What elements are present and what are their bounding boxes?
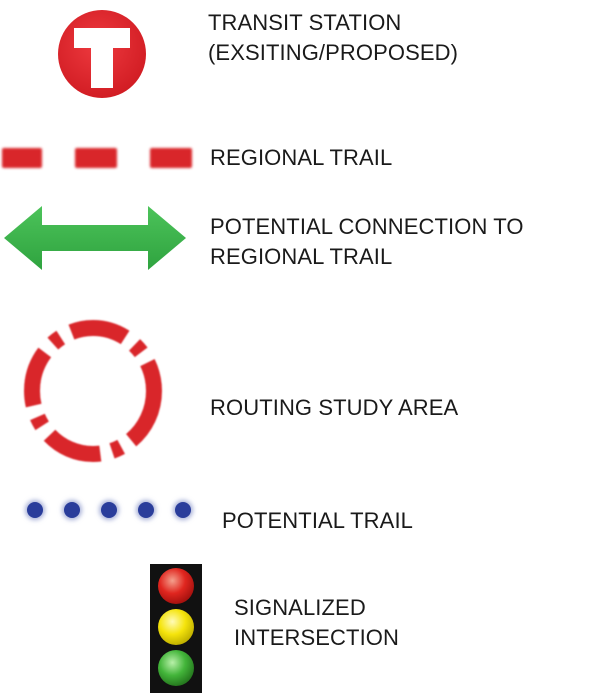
signalized-intersection-label: SIGNALIZED INTERSECTION: [234, 595, 399, 650]
regional-trail-dashed-line-icon: [2, 148, 192, 168]
double-arrow-icon: [4, 206, 186, 270]
dotted-line-icon: [25, 500, 193, 520]
potential-trail-label: POTENTIAL TRAIL: [222, 508, 413, 533]
potential-connection-label: POTENTIAL CONNECTION TO REGIONAL TRAIL: [210, 214, 524, 269]
dashed-circle-icon: [24, 320, 162, 462]
regional-trail-label: REGIONAL TRAIL: [210, 145, 393, 170]
routing-study-area-label: ROUTING STUDY AREA: [210, 395, 459, 420]
traffic-signal-icon: [150, 564, 202, 693]
transit-station-icon: [58, 10, 146, 98]
transit-station-label: TRANSIT STATION (EXSITING/PROPOSED): [208, 10, 459, 65]
